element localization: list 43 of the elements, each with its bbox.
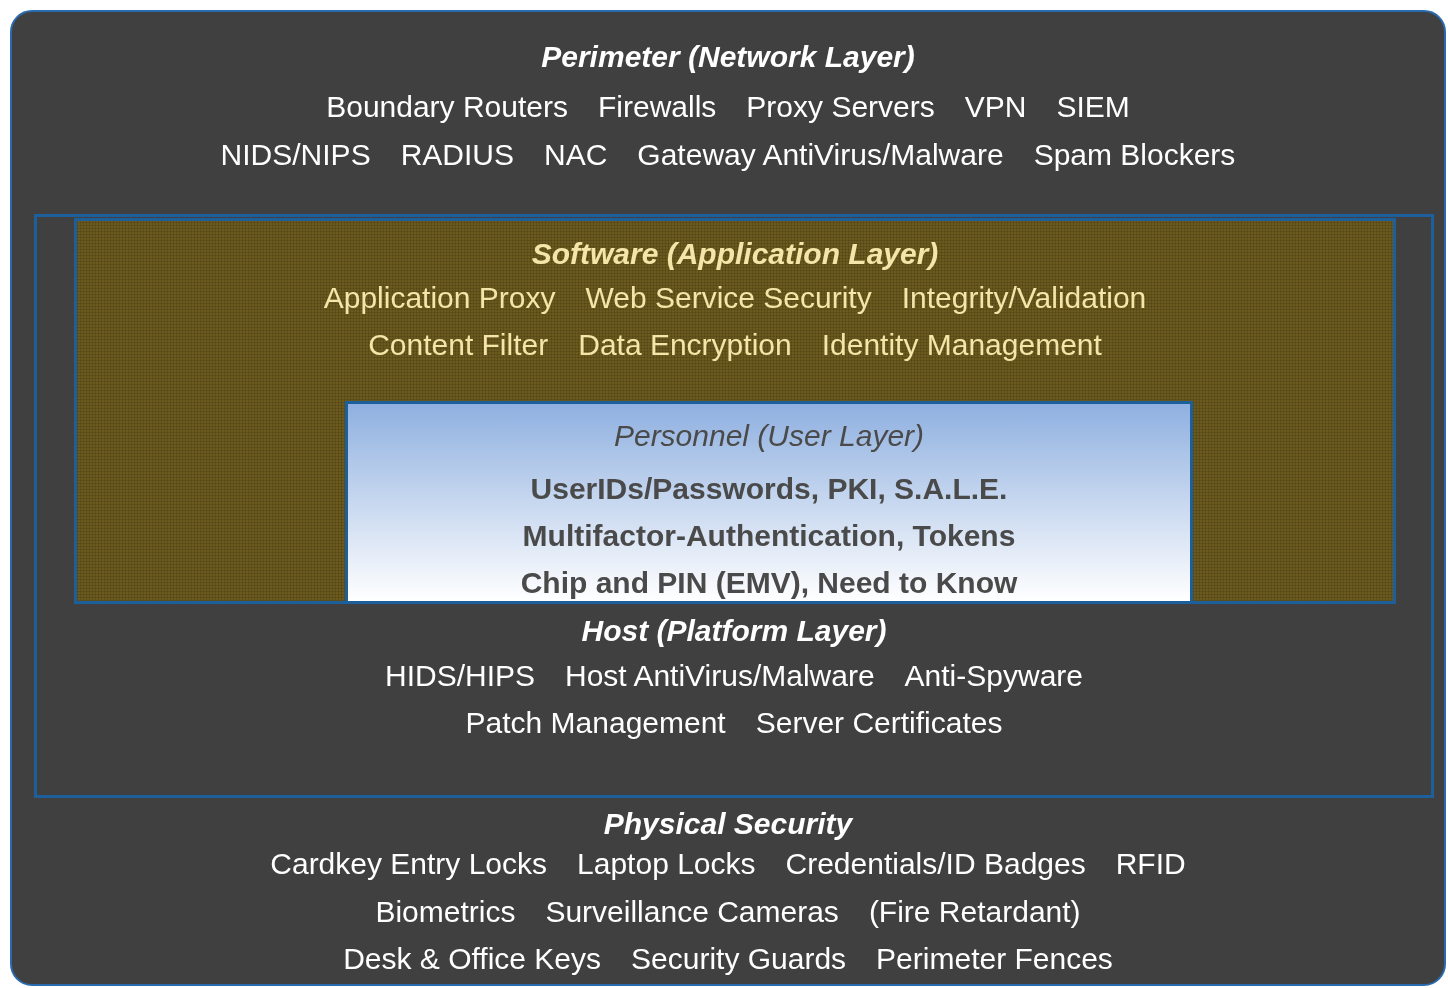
security-control-text: Gateway AntiVirus/Malware [637,138,1004,172]
security-control-text: Chip and PIN (EMV), Need to Know [520,566,1018,600]
security-control-text: Content Filter [368,328,549,362]
security-control-text: Host AntiVirus/Malware [565,659,875,693]
layer-title: Perimeter (Network Layer) [541,40,915,74]
security-control-text: UserIDs/Passwords, PKI, S.A.L.E. [530,472,1008,506]
security-control-text: Spam Blockers [1033,138,1236,172]
security-control-text: HIDS/HIPS [385,659,535,693]
security-control-text: Server Certificates [755,706,1003,740]
security-control-text: Integrity/Validation [901,281,1147,315]
host-layer-box [34,214,1434,798]
security-control-text: RFID [1115,847,1186,881]
security-control-text: Desk & Office Keys [343,942,601,976]
security-control-text: SIEM [1056,90,1130,124]
security-control-text: RADIUS [400,138,514,172]
security-control-text: Perimeter Fences [876,942,1113,976]
security-control-text: Firewalls [598,90,717,124]
security-control-text: VPN [964,90,1027,124]
security-control-text: Biometrics [375,895,516,929]
security-control-text: NIDS/NIPS [220,138,371,172]
security-control-text: Patch Management [465,706,726,740]
security-control-text: Data Encryption [578,328,792,362]
security-control-text: Application Proxy [323,281,556,315]
security-control-text: Identity Management [821,328,1102,362]
security-control-text: Anti-Spyware [904,659,1083,693]
security-control-text: Boundary Routers [326,90,568,124]
software-layer-box [74,218,1396,604]
layer-title: Software (Application Layer) [531,237,939,271]
security-control-text: (Fire Retardant) [868,895,1081,929]
perimeter-panel [10,10,1446,986]
security-control-text: NAC [544,138,608,172]
personnel-layer-box [345,401,1193,604]
layer-title: Host (Platform Layer) [581,614,887,648]
security-control-text: Security Guards [631,942,847,976]
security-control-text: Multifactor-Authentication, Tokens [522,519,1016,553]
layer-title: Physical Security [603,807,853,841]
security-control-text: Web Service Security [585,281,872,315]
security-control-text: Proxy Servers [746,90,935,124]
security-control-text: Credentials/ID Badges [785,847,1086,881]
security-control-text: Cardkey Entry Locks [270,847,548,881]
security-control-text: Surveillance Cameras [545,895,839,929]
security-control-text: Laptop Locks [577,847,756,881]
layer-title: Personnel (User Layer) [613,419,925,453]
